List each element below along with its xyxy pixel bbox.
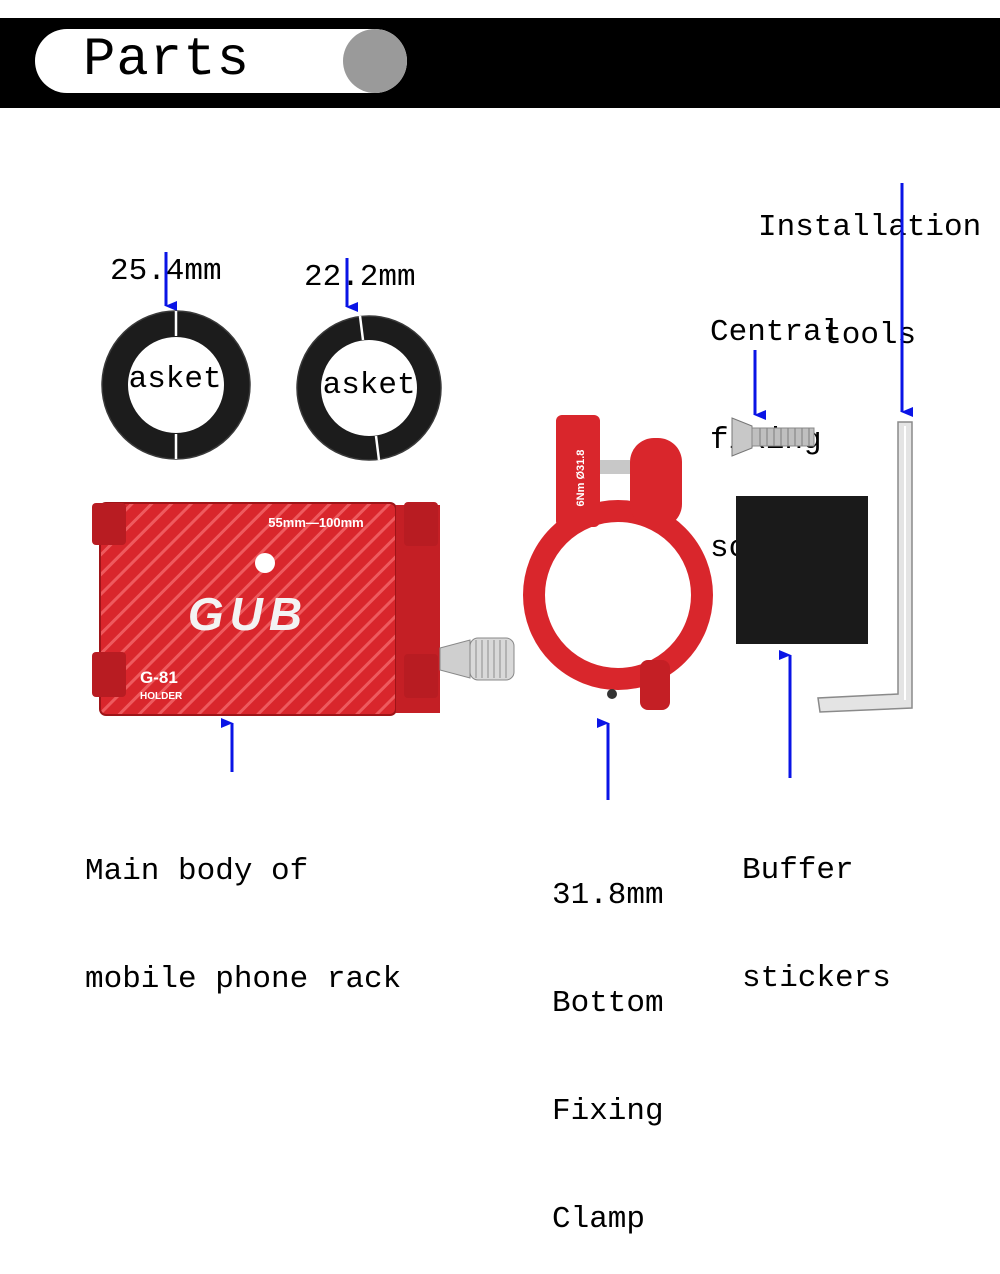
buffer-sticker-icon [736,496,868,644]
pill-dot-icon [343,29,407,93]
label-line: Installation [758,210,982,245]
holder-range-text: 55mm—100mm [268,515,363,530]
arrow-icons [164,183,913,800]
gasket-22-2-icon [296,315,442,461]
holder-brand-text: GUB [188,588,308,640]
clamp-icon [523,415,713,710]
label-line: Fixing [552,1094,664,1129]
label-line: Buffer [742,853,854,888]
label-line: 22.2mm [304,260,416,295]
label-line: Main body of [85,854,309,889]
label-line: stickers [742,961,891,996]
screw-icon [731,417,815,457]
page-title: Parts [83,30,251,91]
label-line: Bottom [552,986,664,1021]
holder-model-text: G-81 [140,668,178,687]
hex-key-icon [817,421,913,713]
label-line: 31.8mm [552,878,664,913]
holder-model-sub-text: HOLDER [140,691,183,702]
label-line: Clamp [552,1202,646,1237]
label-line: Central [710,315,841,350]
label-line: mobile phone rack [85,962,402,997]
clamp-print-text: 6Nm Ø31.8 [575,450,587,507]
holder-body-icon [92,502,515,716]
header-bar: Parts [0,18,1000,108]
title-pill: Parts [35,29,407,93]
parts-illustration: 55mm—100mm GUB G-81 HOLDER 6Nm Ø31.8 [92,183,913,800]
gasket-25-4-icon [101,310,251,460]
